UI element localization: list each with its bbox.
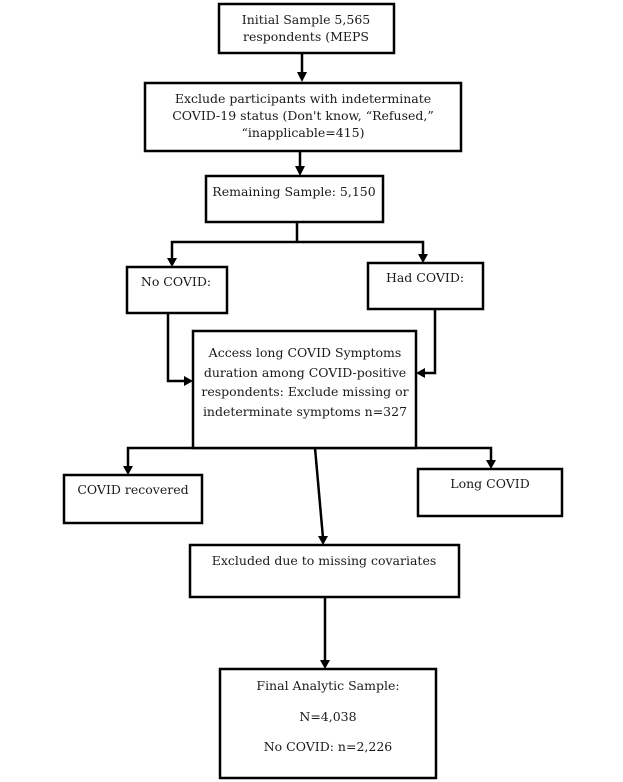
excluded-covariates-box: Excluded due to missing covariates [188,543,461,599]
initial-sample-box: Initial Sample 5,565 respondents (MEPS [217,2,396,55]
covid-recovered-box: COVID recovered [62,473,204,525]
box-text: Had COVID: [386,270,464,285]
box-text: No COVID: [141,274,211,289]
box-text: N=4,038 [299,709,356,724]
box-text: respondents: Exclude missing or [201,384,408,399]
box-text: “inapplicable=415) [242,125,365,140]
box-text: Final Analytic Sample: [256,678,399,693]
box-text: No COVID: n=2,226 [264,739,393,754]
box-text: Access long COVID Symptoms [208,345,402,360]
long-covid-box: Long COVID [416,467,564,518]
remaining-sample-box: Remaining Sample: 5,150 [204,174,385,224]
box-text: Initial Sample 5,565 [242,12,370,27]
final-sample-box: Final Analytic Sample: N=4,038 No COVID:… [218,667,438,780]
box-text: respondents (MEPS [243,29,369,44]
assess-long-covid-box: Access long COVID Symptoms duration amon… [191,329,418,450]
box-text: Excluded due to missing covariates [212,553,437,568]
exclude-status-box: Exclude participants with indeterminate … [143,81,463,153]
box-text: COVID recovered [77,482,188,497]
box-text: indeterminate symptoms n=327 [203,404,407,419]
box-text: duration among COVID-positive [204,365,406,380]
had-covid-box: Had COVID: [366,261,485,311]
box-text: Long COVID [450,476,529,491]
no-covid-box: No COVID: [125,265,229,315]
box-text: Exclude participants with indeterminate [175,91,431,106]
box-text: Remaining Sample: 5,150 [212,184,375,199]
box-text: COVID-19 status (Don't know, “Refused,” [172,108,434,123]
